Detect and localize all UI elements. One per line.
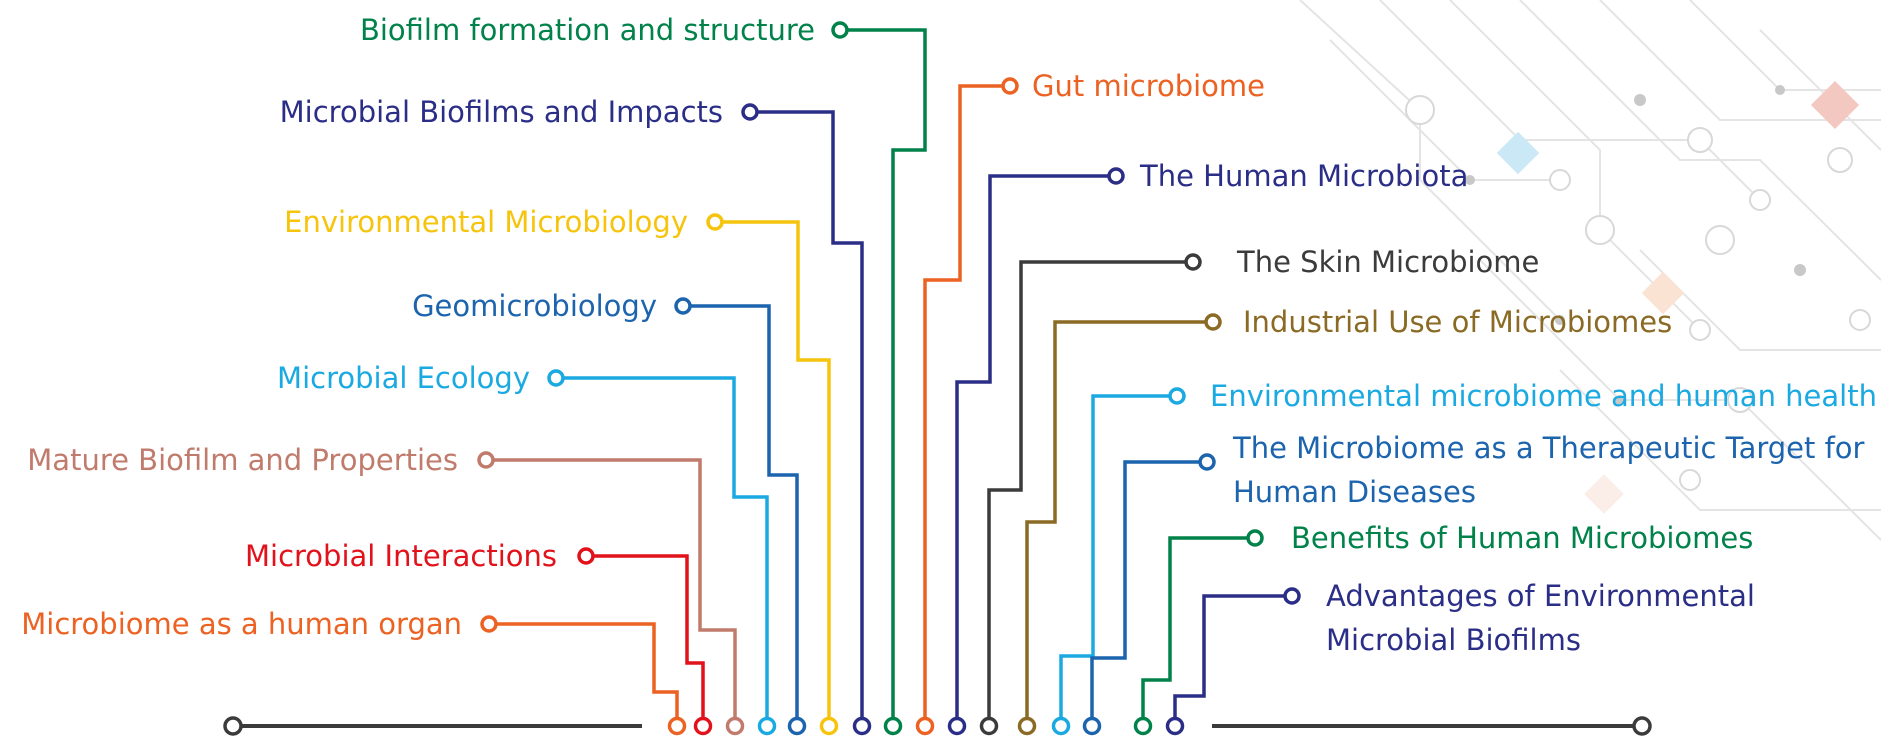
connector-1-right bbox=[923, 84, 1002, 717]
topic-node-right-7 bbox=[1246, 529, 1264, 547]
topic-label-right-8-line1: Advantages of Environmental bbox=[1326, 579, 1755, 613]
baseline-node-left-2 bbox=[852, 716, 872, 736]
topic-node-right-8 bbox=[1283, 587, 1301, 605]
topic-label-right-3: The Skin Microbiome bbox=[1237, 245, 1540, 279]
topic-label-left-1: Biofilm formation and structure bbox=[359, 13, 815, 47]
topic-node-right-3 bbox=[1184, 253, 1202, 271]
topic-node-right-4 bbox=[1204, 313, 1222, 331]
connector-5-right bbox=[1059, 394, 1169, 717]
topic-node-right-1 bbox=[1001, 77, 1019, 95]
topic-label-left-3: Environmental Microbiology bbox=[284, 205, 688, 239]
topic-label-right-7: Benefits of Human Microbiomes bbox=[1291, 521, 1754, 555]
topic-label-left-4: Geomicrobiology bbox=[412, 289, 657, 323]
connector-8-right bbox=[1173, 594, 1284, 717]
topic-node-left-6 bbox=[477, 451, 495, 469]
baseline-node-right-5 bbox=[1051, 716, 1071, 736]
baseline-node-right-4 bbox=[1017, 716, 1037, 736]
topic-label-right-4: Industrial Use of Microbiomes bbox=[1243, 305, 1673, 339]
topic-label-right-6-line1: The Microbiome as a Therapeutic Target f… bbox=[1233, 431, 1865, 465]
connector-7-right bbox=[1141, 536, 1247, 717]
baseline-right-end-node bbox=[1632, 716, 1652, 736]
baseline-node-right-6 bbox=[1082, 716, 1102, 736]
topic-label-right-1: Gut microbiome bbox=[1032, 69, 1266, 103]
baseline-left-end-node bbox=[223, 716, 243, 736]
connector-6-right bbox=[1090, 460, 1199, 717]
topic-node-right-5 bbox=[1168, 387, 1186, 405]
baseline-node-left-5 bbox=[757, 716, 777, 736]
topic-label-left-8: Microbiome as a human organ bbox=[21, 607, 462, 641]
topic-label-right-8-line2: Microbial Biofilms bbox=[1326, 623, 1581, 657]
topic-label-left-5: Microbial Ecology bbox=[277, 361, 530, 395]
connector-1-left bbox=[848, 28, 927, 717]
topic-node-right-6 bbox=[1198, 453, 1216, 471]
topic-label-left-7: Microbial Interactions bbox=[244, 539, 557, 573]
connector-4-right bbox=[1025, 320, 1205, 717]
connector-2-right bbox=[955, 174, 1108, 717]
baseline-node-left-4 bbox=[787, 716, 807, 736]
topic-label-right-5: Environmental microbiome and human healt… bbox=[1210, 379, 1877, 413]
topic-node-left-1 bbox=[831, 21, 849, 39]
topic-node-left-4 bbox=[674, 297, 692, 315]
topic-label-left-6: Mature Biofilm and Properties bbox=[27, 443, 458, 477]
baseline-node-left-3 bbox=[819, 716, 839, 736]
baseline-node-left-6 bbox=[725, 716, 745, 736]
connector-4-left bbox=[691, 304, 799, 717]
baseline-node-right-2 bbox=[947, 716, 967, 736]
topic-node-left-5 bbox=[547, 369, 565, 387]
topic-label-right-2: The Human Microbiota bbox=[1140, 159, 1469, 193]
baseline-node-right-3 bbox=[979, 716, 999, 736]
connector-5-left bbox=[564, 376, 769, 717]
connector-3-left bbox=[723, 220, 831, 717]
topic-node-left-3 bbox=[706, 213, 724, 231]
connector-3-right bbox=[987, 260, 1185, 717]
topic-node-right-2 bbox=[1107, 167, 1125, 185]
baseline-node-right-8 bbox=[1165, 716, 1185, 736]
baseline-node-left-1 bbox=[883, 716, 903, 736]
topic-node-left-7 bbox=[577, 547, 595, 565]
connector-7-left bbox=[594, 554, 705, 717]
connector-8-left bbox=[497, 622, 679, 717]
topic-node-left-2 bbox=[741, 103, 759, 121]
topic-label-right-6-line2: Human Diseases bbox=[1233, 475, 1476, 509]
baseline-node-left-8 bbox=[667, 716, 687, 736]
baseline-node-right-1 bbox=[915, 716, 935, 736]
baseline-node-left-7 bbox=[693, 716, 713, 736]
connector-2-left bbox=[758, 110, 864, 717]
topic-label-left-2: Microbial Biofilms and Impacts bbox=[279, 95, 723, 129]
baseline-node-right-7 bbox=[1133, 716, 1153, 736]
topic-node-left-8 bbox=[480, 615, 498, 633]
connector-6-left bbox=[494, 458, 737, 717]
